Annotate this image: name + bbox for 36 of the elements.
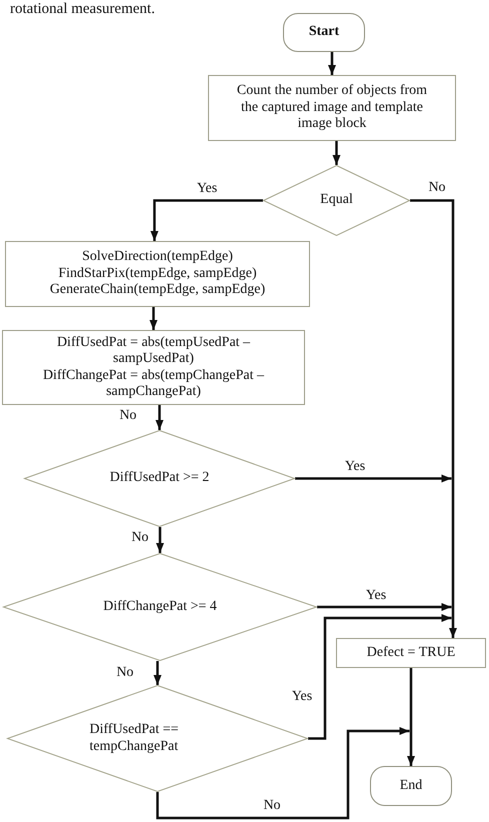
arrow [295, 474, 452, 482]
arrow [410, 199, 457, 638]
step-text: Defect = TRUE [366, 644, 456, 662]
condition-text: DiffChangePat >= 4 [103, 598, 217, 616]
process-box [208, 75, 456, 141]
arrow [328, 52, 336, 75]
step-text: GenerateChain(tempEdge, sampEdge) [50, 282, 266, 299]
arrow [332, 141, 340, 165]
process-box [336, 638, 486, 668]
process-box [2, 330, 305, 405]
decision-diamond [263, 165, 410, 236]
step-text: DiffChangePat = abs(tempChangePat – sampChangePat) [42, 368, 266, 400]
process-box [5, 241, 310, 307]
arrow [156, 527, 164, 553]
condition-text: DiffUsedPat == tempChangePat [90, 722, 180, 755]
arrow [156, 727, 410, 820]
terminal-box [283, 13, 365, 52]
decision-diamond [3, 553, 317, 661]
arrow [154, 661, 162, 685]
arrow [150, 307, 158, 330]
step-text: DiffUsedPat = abs(tempUsedPat – sampUsedPat) [56, 334, 252, 368]
arrow [150, 199, 263, 241]
condition-text: DiffUsedPat >= 2 [110, 470, 210, 487]
terminal-text: Start [308, 24, 340, 41]
terminal-text: End [400, 778, 422, 794]
step-text: FindStarPix(tempEdge, sampEdge) [58, 266, 257, 282]
arrow [308, 614, 452, 740]
step-text: SolveDirection(tempEdge) [82, 249, 233, 266]
body-text: rotational measurement. [10, 0, 155, 18]
arrow [317, 603, 452, 611]
step-text: Count the number of objects from the captured image and template image block [236, 83, 428, 133]
arrow [156, 405, 164, 430]
decision-diamond [24, 430, 295, 527]
terminal-box [370, 766, 452, 806]
condition-text: Equal [320, 192, 353, 209]
arrow [407, 668, 415, 766]
